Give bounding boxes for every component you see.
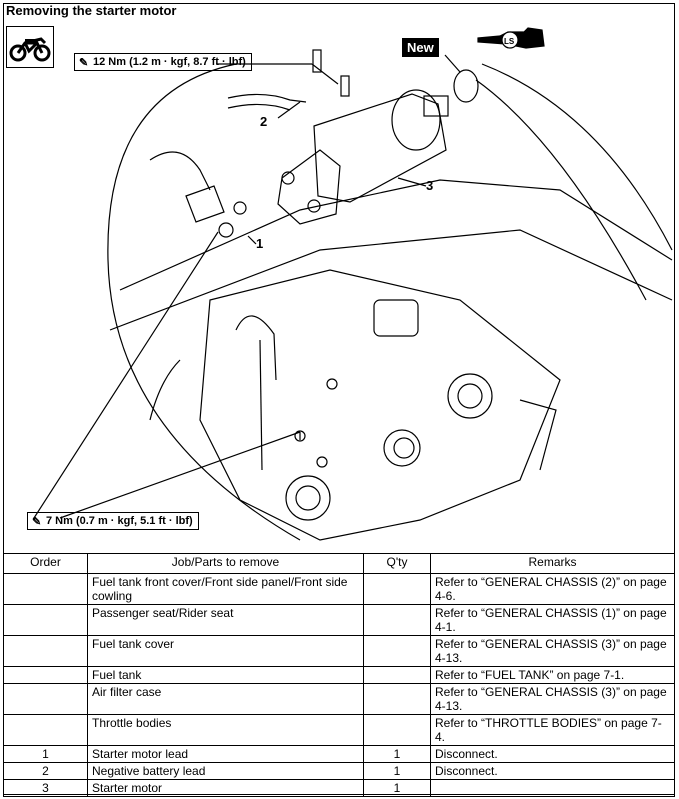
torque-spec-bottom: ✎ 7 Nm (0.7 m · kgf, 5.1 ft · lbf) <box>27 512 199 530</box>
table-row: 2 Negative battery lead 1 Disconnect. <box>3 762 675 780</box>
cell-order <box>3 714 88 746</box>
cell-remarks: Disconnect. <box>430 745 675 763</box>
cell-qty: 1 <box>363 745 431 763</box>
cell-remarks: Refer to “GENERAL CHASSIS (1)” on page 4… <box>430 604 675 636</box>
header-remarks: Remarks <box>430 553 675 574</box>
table-row: Fuel tank cover Refer to “GENERAL CHASSI… <box>3 635 675 667</box>
cell-qty: 1 <box>363 779 431 797</box>
table-row: Passenger seat/Rider seat Refer to “GENE… <box>3 604 675 636</box>
cell-job: Starter motor <box>87 779 364 797</box>
cell-job: Starter motor lead <box>87 745 364 763</box>
cell-remarks: Disconnect. <box>430 762 675 780</box>
removal-table: Order Job/Parts to remove Q'ty Remarks F… <box>3 553 675 797</box>
wrench-icon: ✎ <box>32 516 42 528</box>
torque-value-top: 12 Nm (1.2 m · kgf, 8.7 ft · lbf) <box>93 56 246 68</box>
cell-job: Throttle bodies <box>87 714 364 746</box>
cell-qty <box>363 604 431 636</box>
header-order: Order <box>3 553 88 574</box>
cell-remarks <box>430 779 675 797</box>
cell-order: 2 <box>3 762 88 780</box>
table-header-row: Order Job/Parts to remove Q'ty Remarks <box>3 553 675 574</box>
header-qty: Q'ty <box>363 553 431 574</box>
cell-qty <box>363 666 431 684</box>
cell-qty <box>363 573 431 605</box>
wrench-icon: ✎ <box>79 57 89 69</box>
cell-job: Passenger seat/Rider seat <box>87 604 364 636</box>
lube-label: LS <box>504 37 515 46</box>
cell-qty <box>363 714 431 746</box>
cell-qty: 1 <box>363 762 431 780</box>
starter-motor-illustration: LS <box>33 27 673 541</box>
cell-remarks: Refer to “FUEL TANK” on page 7-1. <box>430 666 675 684</box>
callout-3: 3 <box>426 178 434 193</box>
new-part-badge: New <box>402 38 439 57</box>
callout-2: 2 <box>260 114 268 129</box>
torque-value-bottom: 7 Nm (0.7 m · kgf, 5.1 ft · lbf) <box>46 515 193 527</box>
cell-order: 3 <box>3 779 88 797</box>
cell-qty <box>363 635 431 667</box>
grease-gun-icon <box>477 27 545 49</box>
cell-remarks: Refer to “GENERAL CHASSIS (2)” on page 4… <box>430 573 675 605</box>
cell-remarks: Refer to “THROTTLE BODIES” on page 7-4. <box>430 714 675 746</box>
table-row: Throttle bodies Refer to “THROTTLE BODIE… <box>3 714 675 746</box>
table-row: Fuel tank front cover/Front side panel/F… <box>3 573 675 605</box>
cell-order <box>3 604 88 636</box>
table-row: Air filter case Refer to “GENERAL CHASSI… <box>3 683 675 715</box>
table-row: 1 Starter motor lead 1 Disconnect. <box>3 745 675 763</box>
cell-order <box>3 666 88 684</box>
cell-job: Fuel tank front cover/Front side panel/F… <box>87 573 364 605</box>
cell-remarks: Refer to “GENERAL CHASSIS (3)” on page 4… <box>430 635 675 667</box>
cell-remarks: Refer to “GENERAL CHASSIS (3)” on page 4… <box>430 683 675 715</box>
motorcycle-icon-box <box>6 26 54 68</box>
motorcycle-icon <box>9 37 51 62</box>
table-row: Fuel tank Refer to “FUEL TANK” on page 7… <box>3 666 675 684</box>
cell-qty <box>363 683 431 715</box>
callout-1: 1 <box>256 236 264 251</box>
cell-order: 1 <box>3 745 88 763</box>
cell-job: Air filter case <box>87 683 364 715</box>
torque-spec-top: ✎ 12 Nm (1.2 m · kgf, 8.7 ft · lbf) <box>74 53 252 71</box>
cell-job: Fuel tank cover <box>87 635 364 667</box>
header-job: Job/Parts to remove <box>87 553 364 574</box>
page-title: Removing the starter motor <box>6 3 177 18</box>
cell-order <box>3 635 88 667</box>
cell-order <box>3 683 88 715</box>
cell-order <box>3 573 88 605</box>
table-row: 3 Starter motor 1 <box>3 779 675 797</box>
cell-job: Negative battery lead <box>87 762 364 780</box>
cell-job: Fuel tank <box>87 666 364 684</box>
